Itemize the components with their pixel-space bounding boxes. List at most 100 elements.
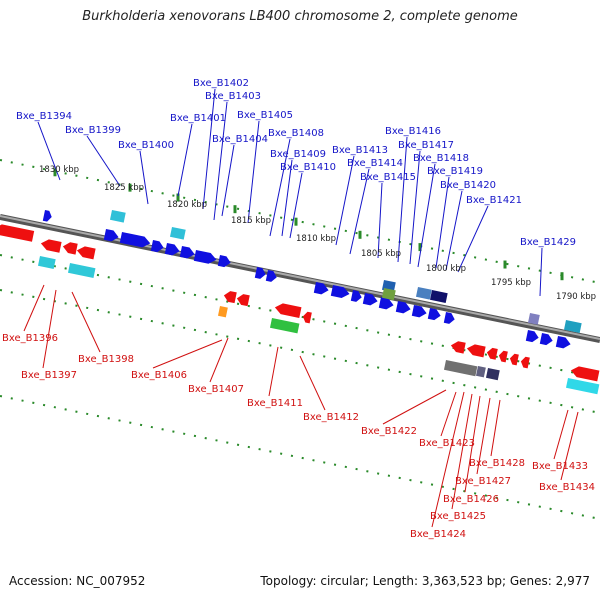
- leader-Bxe_B1417: [409, 150, 421, 265]
- leader-Bxe_B1429: [539, 247, 543, 297]
- reverse-gene-8: [302, 311, 312, 324]
- label-leader-lines: [23, 88, 579, 528]
- feature-box-8: [381, 288, 396, 301]
- label-Bxe_B1405: Bxe_B1405: [237, 110, 293, 121]
- reverse-gene-5-shape: [223, 291, 237, 304]
- forward-gene-10-shape: [313, 282, 329, 295]
- label-Bxe_B1409: Bxe_B1409: [270, 149, 326, 160]
- label-Bxe_B1406: Bxe_B1406: [131, 370, 187, 381]
- feature-box-3: [37, 256, 56, 270]
- reverse-gene-5: [223, 291, 237, 304]
- reverse-gene-13-shape: [509, 353, 519, 366]
- leader-Bxe_B1426: [464, 395, 481, 493]
- reverse-gene-2: [40, 239, 62, 253]
- leader-Bxe_B1423: [440, 391, 457, 437]
- forward-gene-9-shape: [265, 270, 277, 282]
- leader-Bxe_B1424: [431, 391, 465, 528]
- feature-box-11: [443, 360, 478, 377]
- reverse-gene-6-shape: [236, 294, 250, 307]
- feature-box-10: [429, 290, 448, 304]
- leader-Bxe_B1403: [213, 101, 228, 221]
- forward-gene-7: [217, 255, 231, 268]
- leader-Bxe_B1407: [209, 337, 229, 383]
- leader-Bxe_B1412: [299, 355, 326, 411]
- label-Bxe_B1422: Bxe_B1422: [361, 426, 417, 437]
- leader-Bxe_B1421: [457, 205, 489, 273]
- label-Bxe_B1419: Bxe_B1419: [427, 166, 483, 177]
- forward-gene-16: [411, 305, 427, 318]
- map-title: Burkholderia xenovorans LB400 chromosome…: [82, 9, 518, 24]
- feature-box-10-shape: [429, 290, 448, 304]
- label-Bxe_B1404: Bxe_B1404: [212, 134, 268, 145]
- forward-gene-18: [443, 312, 455, 324]
- forward-gene-2-shape: [119, 232, 151, 248]
- tick-label-9: 1790 kbp: [556, 292, 596, 302]
- feature-box-13: [485, 368, 500, 381]
- label-Bxe_B1401: Bxe_B1401: [170, 113, 226, 124]
- leader-Bxe_B1408: [269, 138, 291, 237]
- leader-Bxe_B1406: [152, 339, 223, 369]
- label-Bxe_B1428: Bxe_B1428: [469, 458, 525, 469]
- label-Bxe_B1408: Bxe_B1408: [268, 128, 324, 139]
- feature-box-13-shape: [485, 368, 500, 381]
- label-Bxe_B1418: Bxe_B1418: [413, 153, 469, 164]
- label-Bxe_B1410: Bxe_B1410: [280, 162, 336, 173]
- forward-gene-3-shape: [150, 240, 164, 253]
- tick-track-1: [0, 159, 600, 284]
- feature-box-12: [475, 366, 486, 378]
- reverse-gene-11: [486, 347, 498, 360]
- forward-gene-20-shape: [539, 333, 553, 346]
- reverse-gene-11-shape: [486, 347, 498, 360]
- leader-Bxe_B1409: [281, 159, 293, 237]
- leader-Bxe_B1396: [23, 284, 45, 332]
- forward-gene-4-shape: [164, 243, 180, 256]
- label-Bxe_B1411: Bxe_B1411: [247, 398, 303, 409]
- reverse-gene-1: [0, 224, 35, 242]
- feature-box-5: [217, 306, 228, 318]
- label-Bxe_B1425: Bxe_B1425: [430, 511, 486, 522]
- backbone-highlight: [0, 215, 600, 340]
- gene-labels: Bxe_B1394Bxe_B1399Bxe_B1400Bxe_B1401Bxe_…: [2, 78, 595, 540]
- leader-Bxe_B1416: [397, 136, 408, 263]
- accession-text: Accession: NC_007952: [9, 574, 146, 588]
- forward-gene-20: [539, 333, 553, 346]
- label-Bxe_B1424: Bxe_B1424: [410, 529, 466, 540]
- chromosome-backbone: [0, 214, 600, 343]
- feature-box-16-shape: [565, 378, 600, 395]
- gene-features: [0, 210, 600, 395]
- label-Bxe_B1415: Bxe_B1415: [360, 172, 416, 183]
- reverse-gene-4: [76, 246, 96, 260]
- tick-label-2: 1825 kbp: [104, 183, 144, 193]
- feature-box-6: [269, 318, 300, 334]
- reverse-gene-9: [450, 341, 466, 354]
- label-Bxe_B1402: Bxe_B1402: [193, 78, 249, 89]
- label-Bxe_B1394: Bxe_B1394: [16, 111, 72, 122]
- reverse-gene-15: [570, 366, 600, 382]
- leader-Bxe_B1433: [553, 409, 569, 460]
- feature-box-15-shape: [563, 320, 582, 334]
- forward-gene-3: [150, 240, 164, 253]
- forward-gene-11: [330, 285, 350, 298]
- forward-gene-6-shape: [193, 250, 217, 264]
- reverse-gene-15-shape: [570, 366, 600, 382]
- leader-Bxe_B1434: [560, 411, 579, 481]
- leader-Bxe_B1405: [247, 120, 260, 224]
- feature-box-14-shape: [527, 313, 540, 325]
- leader-Bxe_B1418: [417, 163, 436, 268]
- reverse-gene-3: [62, 242, 78, 255]
- reverse-gene-1-shape: [0, 224, 35, 242]
- label-Bxe_B1423: Bxe_B1423: [419, 438, 475, 449]
- forward-gene-17: [427, 308, 441, 321]
- leader-Bxe_B1394: [37, 121, 61, 181]
- feature-box-5-shape: [217, 306, 228, 318]
- leader-Bxe_B1402: [202, 88, 216, 210]
- reverse-gene-10: [466, 344, 486, 358]
- reverse-gene-6: [236, 294, 250, 307]
- leader-Bxe_B1414: [349, 168, 370, 255]
- leader-Bxe_B1399: [86, 135, 121, 187]
- forward-gene-13: [362, 293, 378, 306]
- feature-box-15: [563, 320, 582, 334]
